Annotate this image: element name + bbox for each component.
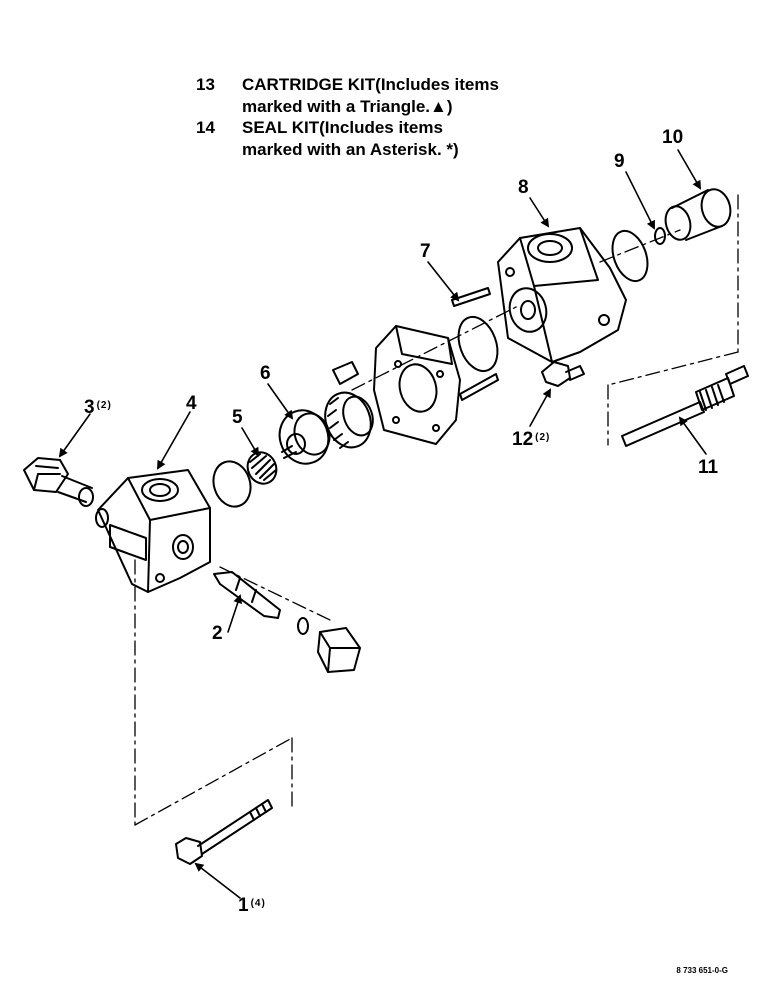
o-ring <box>457 315 499 373</box>
long-bolt-part-1 <box>175 799 273 865</box>
leader-arrows <box>58 149 707 899</box>
callout-number: 3 <box>84 397 95 418</box>
gear <box>324 391 374 449</box>
dowel-pins-part-7 <box>451 287 499 401</box>
legend-text: marked with an Asterisk. *) <box>242 139 459 159</box>
callout-9: 9 <box>614 152 625 172</box>
legend-text: CARTRIDGE KIT(Includes items <box>242 75 499 94</box>
legend-number: 13 <box>196 75 215 94</box>
legend-item-seal-kit: 14 SEAL KIT(Includes items <box>196 117 499 139</box>
callout-number: 8 <box>518 177 529 198</box>
valve-body-part-4 <box>95 469 211 593</box>
legend-number: 14 <box>196 118 215 137</box>
callout-12: 12(2) <box>512 428 550 450</box>
callout-3: 3(2) <box>84 396 112 418</box>
legend-text: marked with a Triangle.▲) <box>242 96 453 116</box>
callout-6: 6 <box>260 364 271 384</box>
callout-number: 12 <box>512 429 534 450</box>
housing-plate <box>373 325 461 445</box>
bolt-part-12 <box>541 361 585 387</box>
kit-legend: 13 CARTRIDGE KIT(Includes items marked w… <box>196 74 499 160</box>
callout-number: 9 <box>614 151 625 172</box>
legend-continuation: marked with an Asterisk. *) <box>196 139 499 161</box>
o-ring <box>78 487 94 507</box>
figure-id: 8 733 651-0-G <box>676 966 728 975</box>
callout-number: 2 <box>212 623 223 644</box>
callout-5: 5 <box>232 408 243 428</box>
end-cover-part-8 <box>497 227 627 363</box>
legend-item-cartridge-kit: 13 CARTRIDGE KIT(Includes items <box>196 74 499 96</box>
callout-2: 2 <box>212 624 223 644</box>
legend-text: SEAL KIT(Includes items <box>242 118 443 137</box>
rotor-part-6 <box>278 409 331 465</box>
callout-number: 4 <box>186 393 197 414</box>
callout-number: 5 <box>232 407 243 428</box>
callout-quantity: (4) <box>250 898 266 909</box>
callout-11: 11 <box>698 458 718 478</box>
o-ring <box>611 229 649 283</box>
o-ring <box>212 460 252 508</box>
callout-4: 4 <box>186 394 197 414</box>
callout-number: 10 <box>662 127 684 148</box>
valve-stem-part-2 <box>213 571 281 619</box>
callout-number: 1 <box>238 895 249 916</box>
gasket <box>332 361 359 385</box>
callout-1: 1(4) <box>238 894 266 916</box>
o-ring <box>297 617 309 635</box>
bushing-part-10 <box>664 188 732 241</box>
plug-bolt <box>317 627 361 673</box>
callout-quantity: (2) <box>96 400 112 411</box>
callout-8: 8 <box>518 178 529 198</box>
callout-10: 10 <box>662 128 683 148</box>
callout-number: 11 <box>698 457 719 478</box>
callout-7: 7 <box>420 242 431 262</box>
o-ring-part-9 <box>654 227 666 245</box>
callout-quantity: (2) <box>535 432 551 443</box>
alignment-lines <box>134 194 739 826</box>
spring-part-5 <box>246 451 278 485</box>
callout-number: 7 <box>420 241 431 262</box>
shaft-part-11 <box>621 365 749 447</box>
plug-bolt-part-3 <box>23 457 93 503</box>
callout-number: 6 <box>260 363 271 384</box>
legend-continuation: marked with a Triangle.▲) <box>196 96 499 118</box>
